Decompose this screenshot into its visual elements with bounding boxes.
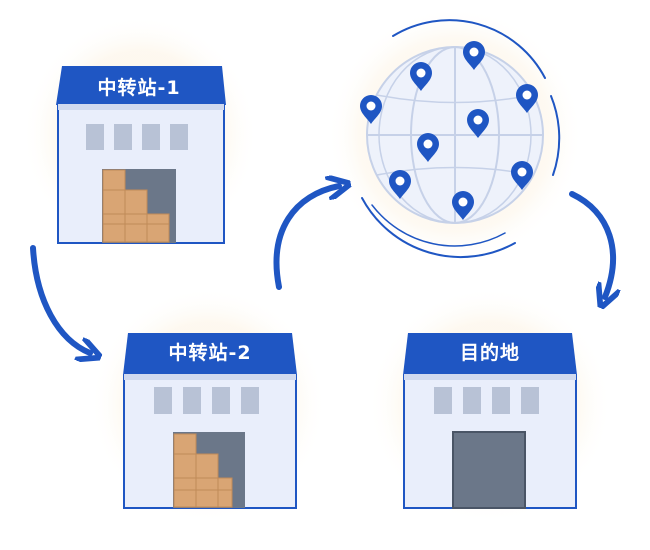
node-destination: 目的地 [368, 287, 612, 523]
orbit-line [361, 197, 516, 259]
warehouse-icon [123, 333, 297, 509]
hub-2-label: 中转站-2 [168, 341, 251, 364]
package-box-icon [102, 169, 170, 243]
warehouse-icon [56, 66, 226, 244]
node-globe [327, 7, 583, 263]
globe-icon [366, 46, 544, 224]
map-pin-icon [417, 133, 439, 162]
warehouse-icon [403, 333, 577, 509]
map-pin-icon [410, 62, 432, 91]
orbit-line [550, 95, 561, 176]
map-pin-icon [511, 161, 533, 190]
map-pin-icon [389, 170, 411, 199]
map-pin-icon [452, 191, 474, 220]
arrow-icon [273, 186, 339, 290]
arrow-icon [30, 245, 90, 353]
arrow-icon [569, 191, 613, 297]
destination-label: 目的地 [460, 341, 520, 364]
map-pin-icon [467, 109, 489, 138]
orbit-line [392, 19, 546, 79]
map-pins [360, 41, 538, 220]
node-hub-2: 中转站-2 [90, 287, 326, 523]
orbit-line [371, 204, 506, 247]
map-pin-icon [360, 95, 382, 124]
map-pin-icon [516, 84, 538, 113]
map-pin-icon [463, 41, 485, 70]
node-hub-1: 中转站-1 [22, 15, 258, 255]
hub-1-label: 中转站-1 [97, 76, 180, 99]
package-box-icon [173, 433, 233, 508]
